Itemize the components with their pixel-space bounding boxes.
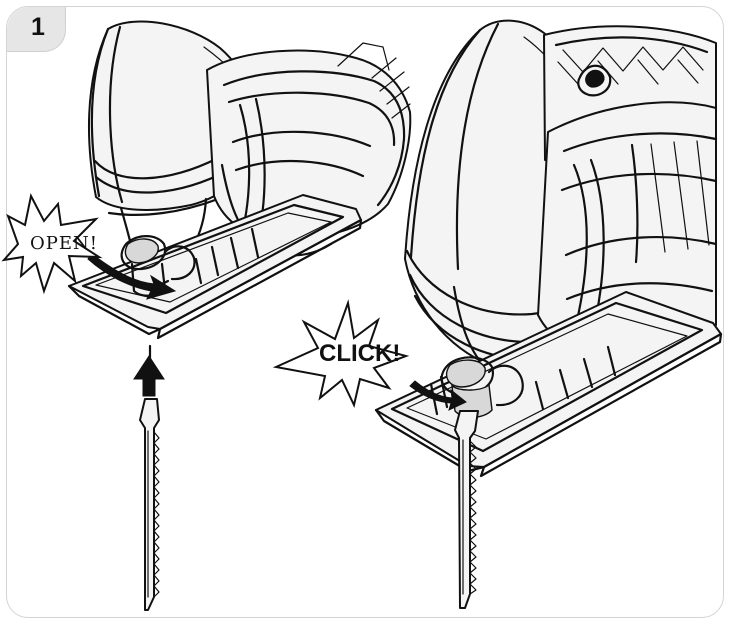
left-blade-insertion	[133, 344, 165, 611]
open-callout: OPEN!	[1, 193, 103, 295]
step-tab: 1	[7, 7, 66, 52]
open-label: OPEN!	[30, 233, 98, 254]
click-label: CLICK!	[319, 340, 400, 367]
right-blade-installed	[454, 410, 479, 609]
click-callout: CLICK!	[272, 299, 410, 409]
step-number: 1	[31, 13, 45, 41]
left-jigsaw	[67, 20, 412, 340]
right-jigsaw	[374, 19, 723, 478]
